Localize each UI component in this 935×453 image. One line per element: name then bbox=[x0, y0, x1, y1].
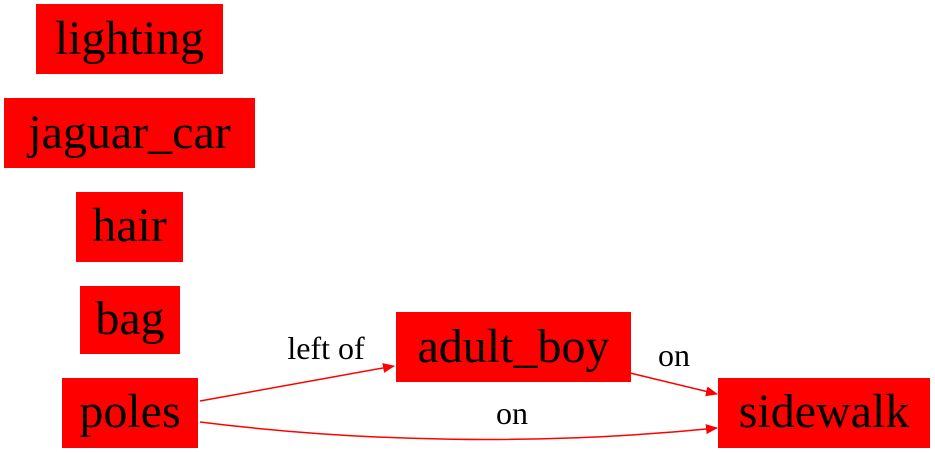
edge-line bbox=[199, 421, 718, 441]
node-bag[interactable]: bag bbox=[80, 286, 180, 354]
edge-adult-boy-sidewalk: on bbox=[629, 337, 718, 397]
node-label: poles bbox=[79, 385, 180, 438]
node-sidewalk[interactable]: sidewalk bbox=[718, 378, 930, 448]
node-label: sidewalk bbox=[739, 385, 910, 438]
node-label: bag bbox=[95, 292, 164, 345]
node-label: adult_boy bbox=[418, 320, 610, 373]
node-poles[interactable]: poles bbox=[62, 378, 198, 448]
edge-label: left of bbox=[287, 330, 365, 366]
edge-line bbox=[629, 372, 718, 397]
node-label: lighting bbox=[55, 12, 204, 65]
node-jaguar-car[interactable]: jaguar_car bbox=[4, 98, 255, 168]
edge-label: on bbox=[496, 395, 528, 431]
node-hair[interactable]: hair bbox=[76, 192, 183, 262]
node-adult-boy[interactable]: adult_boy bbox=[396, 312, 631, 382]
node-lighting[interactable]: lighting bbox=[36, 4, 223, 74]
node-label: jaguar_car bbox=[26, 106, 231, 159]
edge-poles-adult-boy: left of bbox=[199, 330, 395, 402]
node-label: hair bbox=[92, 199, 167, 252]
edge-line bbox=[199, 363, 395, 402]
edge-poles-sidewalk: on bbox=[199, 395, 718, 441]
edge-label: on bbox=[658, 337, 690, 373]
